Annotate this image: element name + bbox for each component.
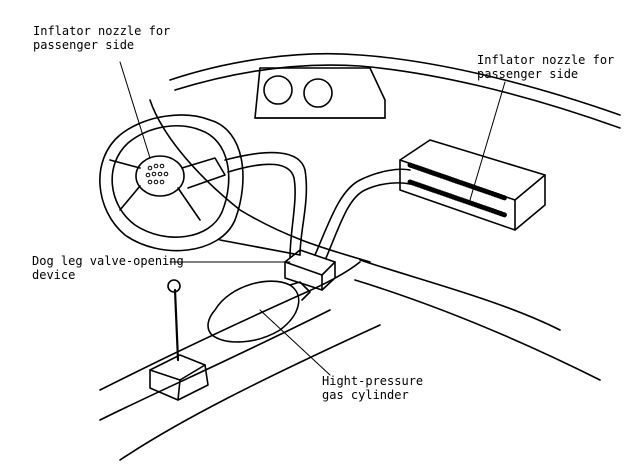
center-console (99, 261, 381, 461)
leader-lines (119, 61, 506, 376)
label-gas-cylinder: Hight-pressure gas cylinder (322, 374, 423, 402)
label-line: device (32, 268, 76, 282)
label-line: passenger side (33, 38, 135, 52)
passenger-inflator (399, 139, 546, 231)
label-line: passenger side (477, 67, 579, 81)
label-driver-inflator-nozzle: Inflator nozzle for passenger side (33, 24, 170, 52)
instrument-cluster (254, 67, 386, 119)
label-line: gas cylinder (322, 388, 409, 402)
dashboard (149, 52, 621, 381)
label-line: Dog leg valve-opening (32, 254, 184, 268)
label-passenger-inflator-nozzle: Inflator nozzle for passenger side (477, 53, 614, 81)
label-line: Inflator nozzle for (33, 24, 171, 38)
gas-cylinder (207, 280, 311, 343)
steering-wheel (99, 114, 244, 252)
label-dog-leg-valve: Dog leg valve-opening device (32, 254, 184, 282)
horn-pad-holes (145, 163, 169, 185)
label-line: Hight-pressure (322, 374, 424, 388)
label-line: Inflator nozzle for (477, 53, 615, 67)
gas-hoses (224, 151, 411, 259)
